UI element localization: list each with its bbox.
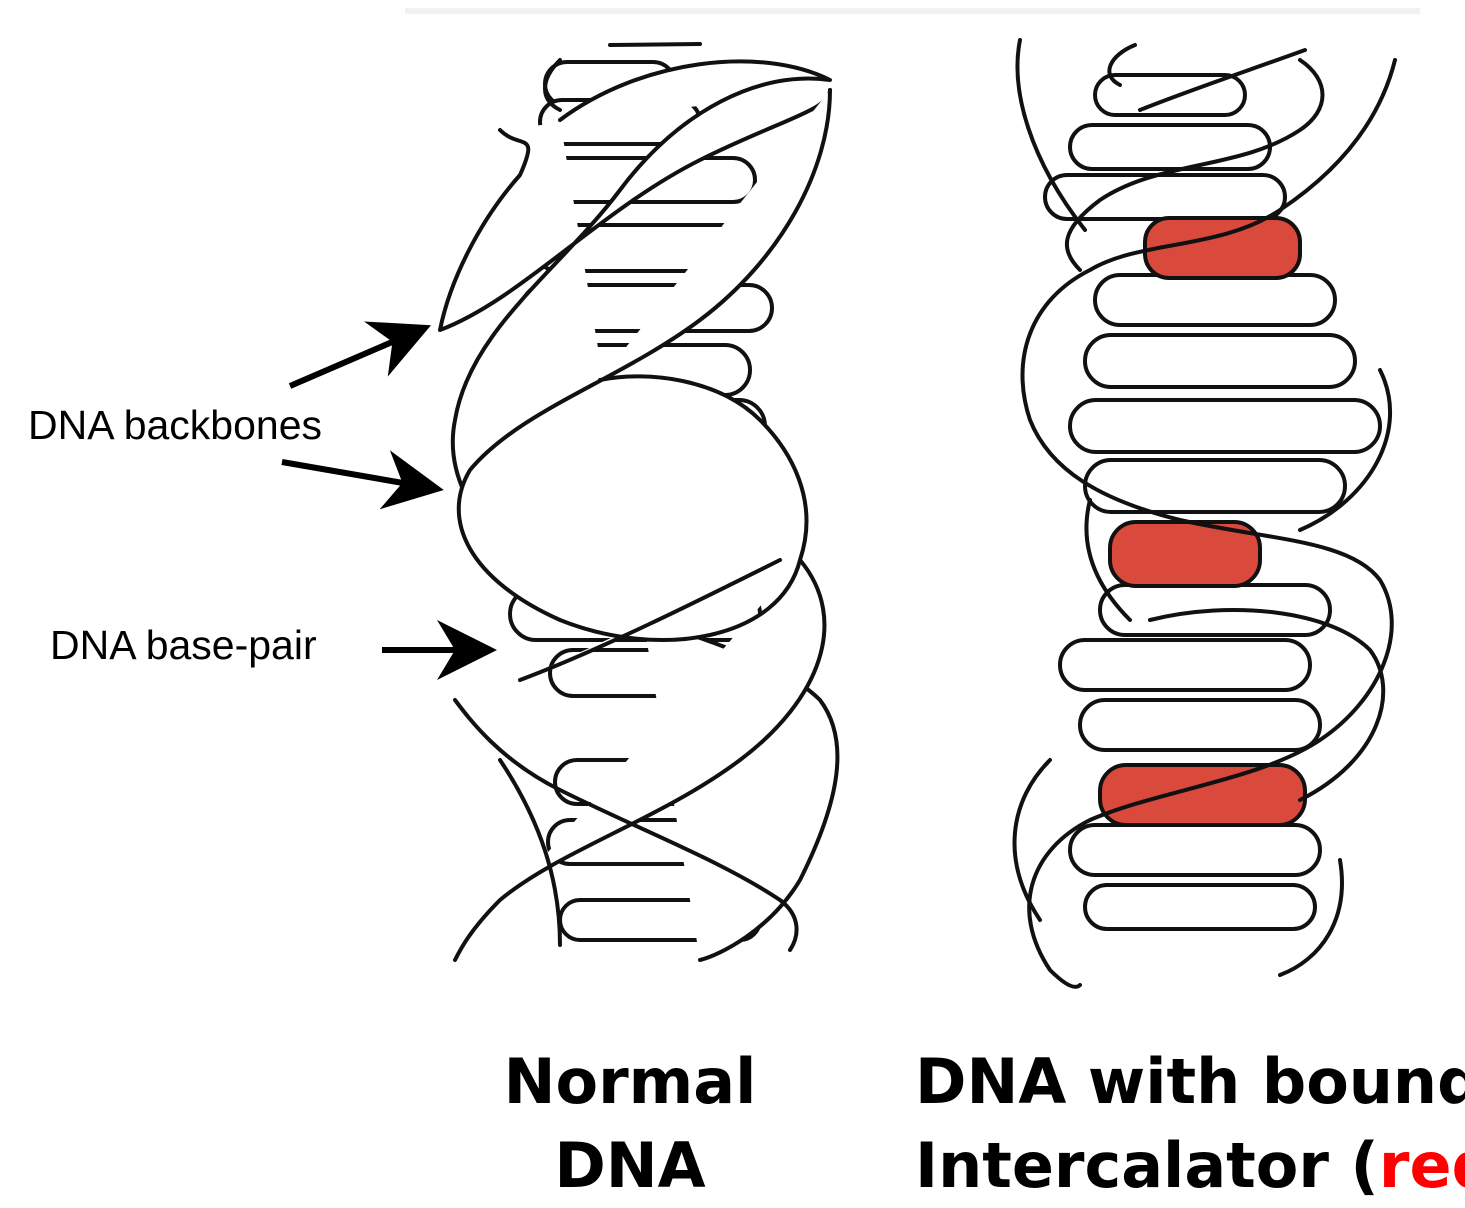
- intercalated-base-pair: [1080, 700, 1320, 750]
- intercalated-base-pair: [1070, 825, 1320, 875]
- intercalated-base-pair: [1070, 125, 1270, 169]
- normal-dna-caption: Normal DNA: [480, 1040, 780, 1208]
- normal-caption-line1: Normal: [480, 1040, 780, 1124]
- base-pair-label: DNA base-pair: [50, 622, 317, 669]
- intercalated-base-pair: [1070, 400, 1380, 452]
- backbone-arrow-lower: [282, 462, 432, 488]
- normal-dna-helix: [440, 44, 837, 960]
- top-border: [405, 8, 1420, 14]
- intercalated-base-pair: [1045, 175, 1285, 219]
- intercalated-dna-helix: [1015, 40, 1395, 987]
- backbone-arrow-upper: [290, 330, 420, 386]
- intercalated-base-pair: [1085, 335, 1355, 387]
- intercalated-dna-caption: DNA with bound Intercalator (red): [915, 1040, 1455, 1208]
- intercalated-base-pair: [1095, 275, 1335, 325]
- intercalated-base-pair: [1060, 640, 1310, 690]
- intercalator-slab: [1100, 765, 1305, 825]
- intercalated-base-pair: [1085, 885, 1315, 929]
- intercalated-caption-line1: DNA with bound: [915, 1040, 1455, 1124]
- intercalated-caption-line2: Intercalator (red): [915, 1124, 1455, 1208]
- intercalator-caption-highlight: red: [1379, 1129, 1465, 1202]
- backbones-label: DNA backbones: [28, 402, 322, 449]
- intercalator-caption-prefix: Intercalator (: [915, 1129, 1379, 1202]
- annotation-arrows: [282, 330, 485, 650]
- normal-caption-line2: DNA: [480, 1124, 780, 1208]
